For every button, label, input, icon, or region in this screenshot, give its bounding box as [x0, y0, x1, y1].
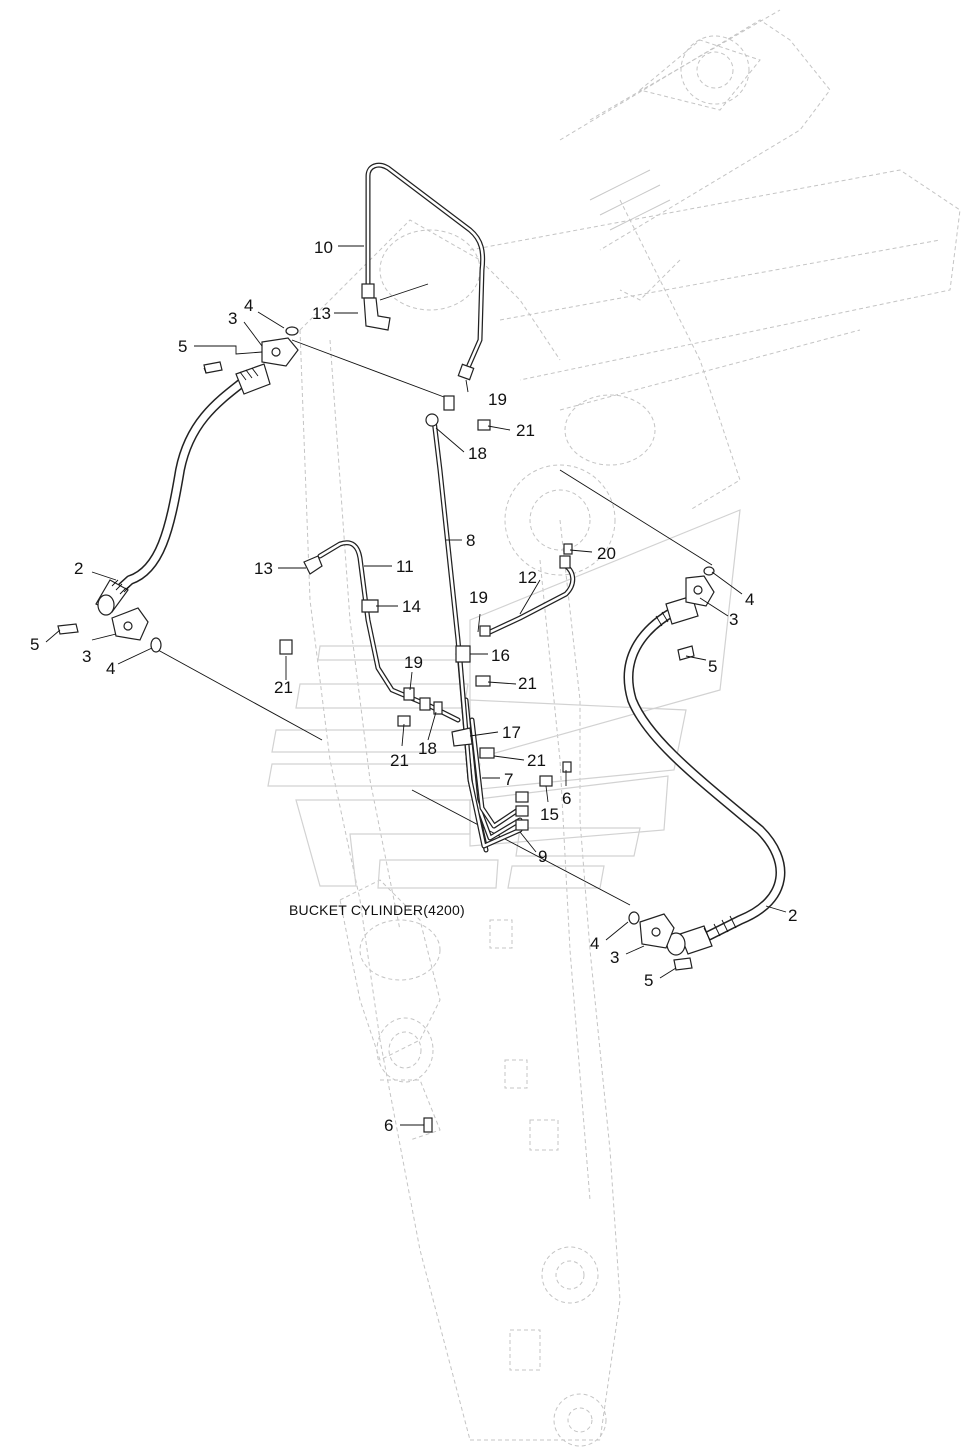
callout-8: 8 — [466, 531, 475, 550]
callout-17: 17 — [502, 723, 521, 742]
callout-10: 10 — [314, 238, 333, 257]
flange-right-upper — [677, 566, 715, 661]
callout-21: 21 — [527, 751, 546, 770]
callout-7: 7 — [504, 770, 513, 789]
callout-leaders — [45, 245, 787, 1126]
flange-top-left — [203, 326, 299, 374]
callout-3: 3 — [610, 948, 619, 967]
callout-21: 21 — [518, 674, 537, 693]
callout-11: 11 — [396, 557, 414, 576]
assembly-axis-lines — [157, 283, 713, 906]
callout-18: 18 — [468, 444, 487, 463]
callout-9: 9 — [538, 847, 547, 866]
elbow-13-top — [363, 297, 391, 331]
pipe-12 — [487, 555, 576, 635]
flange-right-lower — [628, 911, 693, 971]
callout-2: 2 — [74, 559, 83, 578]
callout-15: 15 — [540, 805, 559, 824]
callout-21: 21 — [390, 751, 409, 770]
hose-2-left — [95, 363, 271, 616]
callout-12: 12 — [518, 568, 537, 587]
clamp-14 — [361, 599, 379, 613]
fittings-19-21 — [279, 543, 573, 1133]
callout-4: 4 — [590, 934, 599, 953]
callout-14: 14 — [402, 597, 421, 616]
callout-3: 3 — [82, 647, 91, 666]
pipe-11 — [303, 540, 461, 723]
pipe-7-9-bundle — [457, 657, 529, 849]
callout-19: 19 — [488, 390, 507, 409]
flange-lower-left — [57, 607, 162, 653]
callout-2: 2 — [788, 906, 797, 925]
callout-4: 4 — [106, 659, 115, 678]
callout-5: 5 — [644, 971, 653, 990]
callout-3: 3 — [228, 309, 237, 328]
callout-19: 19 — [469, 588, 488, 607]
clamp-16 — [455, 645, 471, 663]
background-arm-silhouette — [299, 9, 961, 1447]
callout-6: 6 — [384, 1116, 393, 1135]
callout-5: 5 — [708, 657, 717, 676]
callout-labels: 10 13 4 3 5 19 21 18 8 20 2 13 11 12 4 3… — [30, 238, 797, 1135]
callout-20: 20 — [597, 544, 616, 563]
callout-21: 21 — [274, 678, 293, 697]
callout-13: 13 — [254, 559, 273, 578]
callout-4: 4 — [244, 296, 253, 315]
callout-5: 5 — [30, 635, 39, 654]
clamp-18-top — [425, 395, 491, 431]
callout-13: 13 — [312, 304, 331, 323]
callout-4: 4 — [745, 590, 754, 609]
callout-5: 5 — [178, 337, 187, 356]
hose-2-right — [623, 595, 786, 956]
clamp-17 — [451, 727, 473, 747]
callout-21: 21 — [516, 421, 535, 440]
bucket-cylinder-caption: BUCKET CYLINDER(4200) — [289, 902, 465, 918]
callout-16: 16 — [491, 646, 510, 665]
callout-6: 6 — [562, 789, 571, 808]
callout-3: 3 — [729, 610, 738, 629]
callout-18: 18 — [418, 739, 437, 758]
callout-19: 19 — [404, 653, 423, 672]
pipe-10 — [361, 162, 486, 381]
